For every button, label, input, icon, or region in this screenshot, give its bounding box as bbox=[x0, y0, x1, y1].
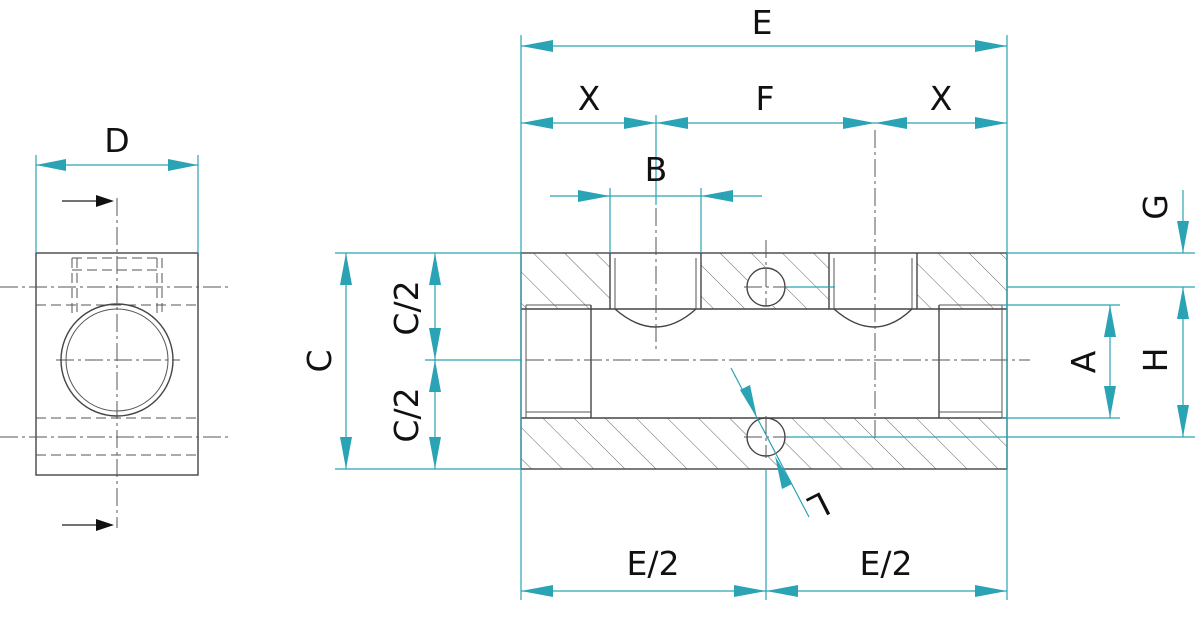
label-l: L bbox=[802, 484, 837, 527]
label-e: E bbox=[752, 3, 773, 42]
dimension-x-f-x: X F X bbox=[521, 79, 1007, 129]
label-f: F bbox=[756, 79, 775, 118]
dimension-h: H bbox=[1136, 305, 1189, 437]
label-e-half-left: E/2 bbox=[627, 544, 680, 583]
dimension-e: E bbox=[521, 3, 1007, 52]
section-arrow-top bbox=[62, 195, 114, 207]
section-view bbox=[497, 130, 1030, 470]
dimension-g: G bbox=[1136, 190, 1189, 319]
dimension-e-half: E/2 E/2 bbox=[521, 544, 1007, 597]
label-a: A bbox=[1064, 350, 1103, 373]
label-d: D bbox=[104, 121, 129, 160]
side-view: D bbox=[0, 121, 228, 531]
dimension-c: C bbox=[300, 253, 352, 469]
label-c-half-bottom: C/2 bbox=[387, 387, 426, 442]
dimension-d: D bbox=[35, 121, 199, 253]
top-port-right bbox=[828, 253, 918, 328]
label-c: C bbox=[300, 349, 339, 372]
side-view-bore-thread bbox=[65, 308, 169, 412]
label-c-half-top: C/2 bbox=[387, 280, 426, 335]
dimension-c-half: C/2 C/2 bbox=[387, 253, 441, 469]
label-x-left: X bbox=[578, 79, 601, 118]
left-end-port bbox=[521, 304, 592, 418]
label-x-right: X bbox=[930, 79, 953, 118]
dimension-a: A bbox=[1064, 305, 1116, 418]
section-hatching bbox=[521, 253, 1007, 469]
label-g: G bbox=[1136, 194, 1175, 220]
label-b: B bbox=[645, 150, 668, 189]
dimension-b: B bbox=[550, 150, 762, 202]
label-h: H bbox=[1136, 348, 1175, 373]
side-view-bore-circle bbox=[60, 303, 174, 417]
right-end-port bbox=[938, 304, 1007, 418]
label-e-half-right: E/2 bbox=[860, 544, 913, 583]
section-arrow-bottom bbox=[62, 519, 114, 531]
extension-lines bbox=[335, 35, 1195, 600]
